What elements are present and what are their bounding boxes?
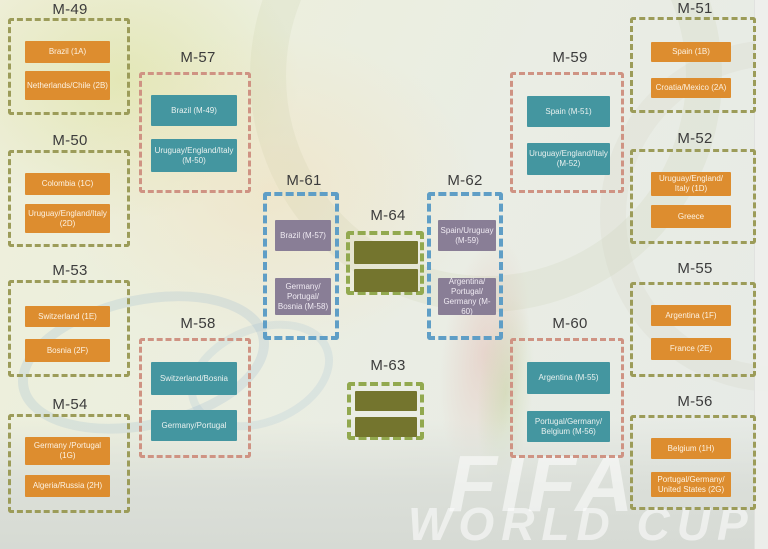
team-slot: Portugal/​Germany/​Belgium (M-56) [527, 411, 610, 442]
match-title-m57: M-57 [180, 49, 216, 66]
match-title-m53: M-53 [52, 262, 88, 279]
match-group-m53: Switzerland (1E) Bosnia (2F) [8, 280, 130, 377]
match-group-m64 [346, 231, 424, 295]
team-slot: Spain/​Uruguay (M-59) [438, 220, 496, 251]
team-slot: Portugal/​Germany/​United States (2G) [651, 472, 731, 497]
team-slot: Netherlands/​Chile (2B) [25, 71, 110, 100]
team-slot: Brazil (M-49) [151, 95, 237, 126]
empty-team-slot [354, 241, 418, 264]
match-title-m56: M-56 [677, 393, 713, 410]
match-group-m56: Belgium (1H) Portugal/​Germany/​United S… [630, 415, 756, 510]
empty-team-slot [354, 269, 418, 292]
team-slot: Greece [651, 205, 731, 228]
match-group-m51: Spain (1B) Croatia/​Mexico (2A) [630, 17, 756, 113]
fifa-watermark: FIFA [448, 439, 638, 528]
team-slot: Bosnia (2F) [25, 339, 110, 362]
match-group-m58: Switzerland/​Bosnia Germany/​Portugal [139, 338, 251, 458]
match-title-m58: M-58 [180, 315, 216, 332]
empty-team-slot [355, 417, 417, 437]
team-slot: Uruguay/​England/​Italy (2D) [25, 204, 110, 233]
team-slot: Colombia (1C) [25, 173, 110, 195]
team-slot: Germany /​Portugal (1G) [25, 437, 110, 465]
team-slot: Algeria/​Russia (2H) [25, 475, 110, 497]
team-slot: Switzerland (1E) [25, 306, 110, 327]
match-group-m63 [347, 382, 424, 440]
match-title-m61: M-61 [286, 172, 322, 189]
match-group-m49: Brazil (1A) Netherlands/​Chile (2B) [8, 18, 130, 115]
team-slot: Argentina (1F) [651, 305, 731, 326]
match-title-m62: M-62 [447, 172, 483, 189]
match-title-m50: M-50 [52, 132, 88, 149]
team-slot: Brazil (M-57) [275, 220, 331, 251]
match-group-m57: Brazil (M-49) Uruguay/​England/​Italy (M… [139, 72, 251, 193]
team-slot: France (2E) [651, 338, 731, 360]
team-slot: Spain (1B) [651, 42, 731, 62]
team-slot: Uruguay/​England/​Italy (1D) [651, 172, 731, 196]
match-group-m52: Uruguay/​England/​Italy (1D) Greece [630, 149, 756, 244]
match-group-m55: Argentina (1F) France (2E) [630, 282, 756, 377]
team-slot: Brazil (1A) [25, 41, 110, 63]
team-slot: Germany/​Portugal/​Bosnia (M-58) [275, 278, 331, 315]
match-group-m54: Germany /​Portugal (1G) Algeria/​Russia … [8, 414, 130, 513]
match-title-m55: M-55 [677, 260, 713, 277]
empty-team-slot [355, 391, 417, 411]
team-slot: Germany/​Portugal [151, 410, 237, 441]
match-group-m62: Spain/​Uruguay (M-59) Argentina/​Portuga… [427, 192, 503, 340]
match-title-m60: M-60 [552, 315, 588, 332]
team-slot: Croatia/​Mexico (2A) [651, 78, 731, 98]
team-slot: Argentina/​Portugal/​Germany (M-60) [438, 278, 496, 315]
world-cup-watermark: WORLD CUP [408, 498, 755, 549]
team-slot: Argentina (M-55) [527, 362, 610, 394]
match-title-m59: M-59 [552, 49, 588, 66]
team-slot: Spain (M-51) [527, 96, 610, 127]
team-slot: Belgium (1H) [651, 438, 731, 459]
match-title-m54: M-54 [52, 396, 88, 413]
match-title-m64: M-64 [370, 207, 406, 224]
match-group-m61: Brazil (M-57) Germany/​Portugal/​Bosnia … [263, 192, 339, 340]
team-slot: Uruguay/​England/​Italy (M-50) [151, 139, 237, 172]
match-title-m51: M-51 [677, 0, 713, 17]
team-slot: Uruguay/​England/​Italy (M-52) [527, 143, 610, 175]
match-title-m49: M-49 [52, 1, 88, 18]
match-title-m63: M-63 [370, 357, 406, 374]
team-slot: Switzerland/​Bosnia [151, 362, 237, 395]
match-group-m59: Spain (M-51) Uruguay/​England/​Italy (M-… [510, 72, 624, 193]
match-title-m52: M-52 [677, 130, 713, 147]
match-group-m60: Argentina (M-55) Portugal/​Germany/​Belg… [510, 338, 624, 458]
match-group-m50: Colombia (1C) Uruguay/​England/​Italy (2… [8, 150, 130, 247]
